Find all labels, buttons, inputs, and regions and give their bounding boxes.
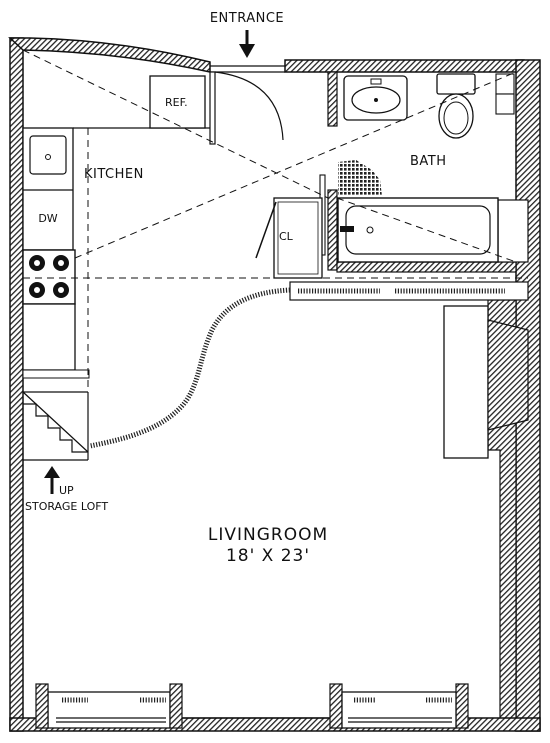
closet — [255, 197, 323, 279]
bottom-windows — [35, 683, 469, 729]
bath-sink-icon — [343, 75, 408, 121]
bath-label: BATH — [410, 154, 447, 169]
stove-burners-icon — [29, 255, 69, 298]
kitchen-label: KITCHEN — [84, 167, 144, 182]
stairs-up-arrow-icon — [44, 466, 60, 494]
bathtub-icon — [337, 197, 499, 263]
stairs-to-storage-loft — [22, 391, 89, 461]
livingroom-dims-label: 18' X 23' — [226, 546, 310, 566]
entrance-label: ENTRANCE — [210, 11, 284, 26]
entrance-arrow-icon — [239, 30, 255, 58]
fireplace — [443, 305, 529, 459]
dw-label: DW — [38, 212, 57, 225]
curved-curtain — [89, 287, 291, 449]
storage-loft-label: STORAGE LOFT — [25, 500, 108, 513]
ref-label: REF. — [165, 96, 188, 109]
bath-cabinet — [495, 73, 515, 115]
bath-walls — [327, 71, 529, 273]
kitchen-counters — [22, 75, 210, 379]
bath-tile-floor — [338, 160, 382, 196]
entrance-door — [209, 65, 285, 145]
up-label: UP — [59, 484, 74, 497]
livingroom-label: LIVINGROOM — [208, 525, 328, 545]
toilet-icon — [436, 73, 476, 139]
closet-label: CL — [279, 230, 294, 243]
